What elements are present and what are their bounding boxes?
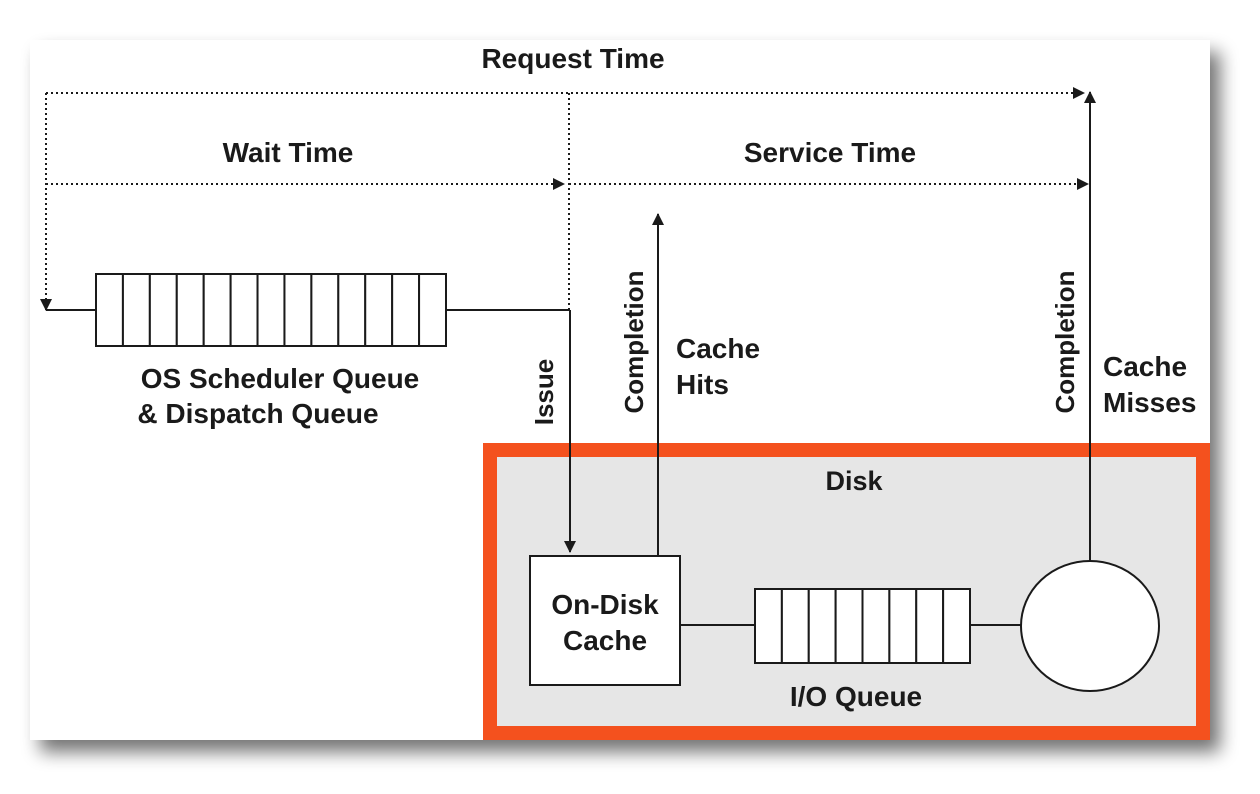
io-queue-slot <box>834 588 864 664</box>
scheduler-queue-slot <box>418 273 448 347</box>
scheduler-queue-slot <box>337 273 367 347</box>
on-disk-cache-box <box>529 555 681 686</box>
scheduler-queue-label-line2: & Dispatch Queue <box>137 398 378 429</box>
scheduler-queue-slot <box>95 273 124 347</box>
scheduler-queue-slot <box>256 273 286 347</box>
scheduler-queue-slot <box>229 273 259 347</box>
os-scheduler-queue <box>95 273 448 347</box>
disk-label: Disk <box>825 466 883 496</box>
disk-platter <box>1020 560 1160 692</box>
io-queue-label: I/O Queue <box>790 681 922 712</box>
cache-hits-label-line1: Cache <box>676 333 760 364</box>
scheduler-queue-slot <box>175 273 205 347</box>
on-disk-cache-label-line1: On-Disk <box>551 589 659 620</box>
io-queue-slot <box>915 588 945 664</box>
cache-misses-label-line1: Cache <box>1103 351 1187 382</box>
io-queue-slot <box>861 588 891 664</box>
scheduler-queue-slot <box>148 273 178 347</box>
scheduler-queue-slot <box>364 273 394 347</box>
io-queue-slot <box>807 588 837 664</box>
request-time-label: Request Time <box>481 43 664 74</box>
io-queue-slot <box>754 588 783 664</box>
io-queue <box>754 588 971 664</box>
scheduler-queue-label-line1: OS Scheduler Queue <box>141 363 420 394</box>
scheduler-queue-slot <box>121 273 151 347</box>
on-disk-cache-label-line2: Cache <box>563 625 647 656</box>
completion-misses-label: Completion <box>1050 271 1080 414</box>
completion-hits-label: Completion <box>619 271 649 414</box>
cache-misses-label-line2: Misses <box>1103 387 1196 418</box>
scheduler-queue-slot <box>202 273 232 347</box>
service-time-label: Service Time <box>744 137 916 168</box>
scheduler-queue-slot <box>391 273 421 347</box>
scheduler-queue-slot <box>310 273 340 347</box>
wait-time-label: Wait Time <box>223 137 354 168</box>
cache-hits-label-line2: Hits <box>676 369 729 400</box>
issue-label: Issue <box>529 359 559 426</box>
io-queue-slot <box>942 588 971 664</box>
io-queue-slot <box>888 588 918 664</box>
scheduler-queue-slot <box>283 273 313 347</box>
io-queue-slot <box>780 588 810 664</box>
